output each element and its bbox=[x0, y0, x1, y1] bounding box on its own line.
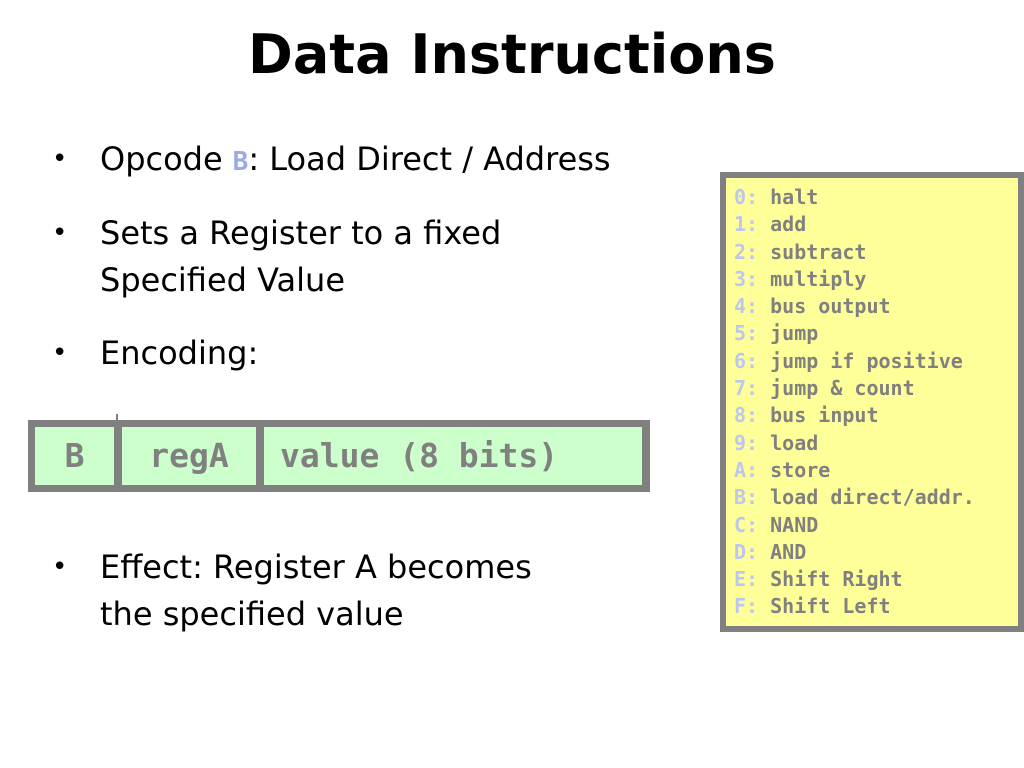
opcode-letter: B bbox=[232, 147, 249, 177]
encoding-field-opcode: B bbox=[35, 427, 114, 485]
bullet-encoding: • Encoding: bbox=[44, 330, 258, 377]
opcode-code: 6: bbox=[734, 348, 759, 373]
opcode-row: F: Shift Left bbox=[734, 593, 1018, 620]
opcode-name: Shift Left bbox=[770, 594, 891, 619]
opcode-name: store bbox=[770, 457, 831, 482]
opcode-row: B: load direct/addr. bbox=[734, 484, 1018, 511]
opcode-row: 4: bus output bbox=[734, 293, 1018, 320]
opcode-row: 3: multiply bbox=[734, 266, 1018, 293]
opcode-name: bus output bbox=[770, 294, 891, 319]
opcode-name: jump & count bbox=[770, 376, 915, 401]
opcode-code: 5: bbox=[734, 321, 759, 346]
opcode-name: bus input bbox=[770, 403, 879, 428]
opcode-row: 7: jump & count bbox=[734, 375, 1018, 402]
opcode-name: NAND bbox=[770, 512, 819, 537]
encoding-diagram: B regA value (8 bits) bbox=[28, 420, 650, 492]
encoding-tick-mark bbox=[116, 414, 118, 422]
effect-line-2: the specified value bbox=[100, 595, 404, 633]
slide-title: Data Instructions bbox=[248, 23, 776, 86]
bullet-dot-icon: • bbox=[52, 338, 68, 368]
opcode-row: 9: load bbox=[734, 430, 1018, 457]
opcode-code: E: bbox=[734, 567, 759, 592]
opcode-row: 2: subtract bbox=[734, 239, 1018, 266]
opcode-name: halt bbox=[770, 185, 819, 209]
opcode-code: 4: bbox=[734, 294, 759, 319]
opcode-row: 0: halt bbox=[734, 184, 1018, 211]
encoding-field-value: value (8 bits) bbox=[264, 427, 642, 485]
opcode-code: 8: bbox=[734, 403, 759, 428]
bullet-dot-icon: • bbox=[52, 552, 68, 582]
opcode-code: 9: bbox=[734, 430, 759, 455]
bullet-sets-register: • Sets a Register to a fixed Specified V… bbox=[44, 210, 501, 304]
opcode-code: A: bbox=[734, 457, 759, 482]
opcode-prefix: Opcode bbox=[100, 140, 223, 178]
opcode-row: E: Shift Right bbox=[734, 566, 1018, 593]
opcode-code: 3: bbox=[734, 266, 759, 291]
opcode-code: D: bbox=[734, 539, 759, 564]
opcode-row: D: AND bbox=[734, 539, 1018, 566]
opcode-code: 1: bbox=[734, 212, 759, 237]
opcode-name: Shift Right bbox=[770, 567, 903, 592]
opcode-code: 2: bbox=[734, 239, 759, 264]
effect-line-1: Effect: Register A becomes bbox=[100, 548, 532, 586]
opcode-code: 0: bbox=[734, 185, 759, 209]
opcode-row: 6: jump if positive bbox=[734, 348, 1018, 375]
opcode-row: 8: bus input bbox=[734, 402, 1018, 429]
encoding-field-register: regA bbox=[122, 427, 256, 485]
opcode-table: 0: halt 1: add 2: subtract 3: multiply 4… bbox=[720, 172, 1024, 632]
sets-line-1: Sets a Register to a fixed bbox=[100, 214, 502, 252]
bullet-opcode: • Opcode B: Load Direct / Address bbox=[44, 136, 611, 186]
opcode-row: A: store bbox=[734, 457, 1018, 484]
bullet-dot-icon: • bbox=[52, 144, 68, 174]
encoding-label: Encoding: bbox=[100, 334, 259, 372]
bullet-list: • Opcode B: Load Direct / Address • Sets … bbox=[44, 0, 744, 768]
opcode-name: AND bbox=[770, 539, 807, 564]
opcode-code: B: bbox=[734, 485, 759, 510]
opcode-row: C: NAND bbox=[734, 512, 1018, 539]
opcode-name: load direct/addr. bbox=[770, 485, 975, 510]
opcode-code: F: bbox=[734, 594, 759, 619]
opcode-name: subtract bbox=[770, 239, 867, 264]
opcode-name: jump bbox=[770, 321, 819, 346]
opcode-code: C: bbox=[734, 512, 759, 537]
sets-line-2: Specified Value bbox=[100, 261, 345, 299]
opcode-suffix: : Load Direct / Address bbox=[248, 140, 611, 178]
opcode-name: multiply bbox=[770, 266, 867, 291]
opcode-name: add bbox=[770, 212, 807, 237]
opcode-name: load bbox=[770, 430, 819, 455]
opcode-name: jump if positive bbox=[770, 348, 963, 373]
bullet-effect: • Effect: Register A becomes the specifi… bbox=[44, 544, 532, 638]
opcode-row: 5: jump bbox=[734, 320, 1018, 347]
opcode-row: 1: add bbox=[734, 211, 1018, 238]
bullet-dot-icon: • bbox=[52, 218, 68, 248]
opcode-code: 7: bbox=[734, 376, 759, 401]
